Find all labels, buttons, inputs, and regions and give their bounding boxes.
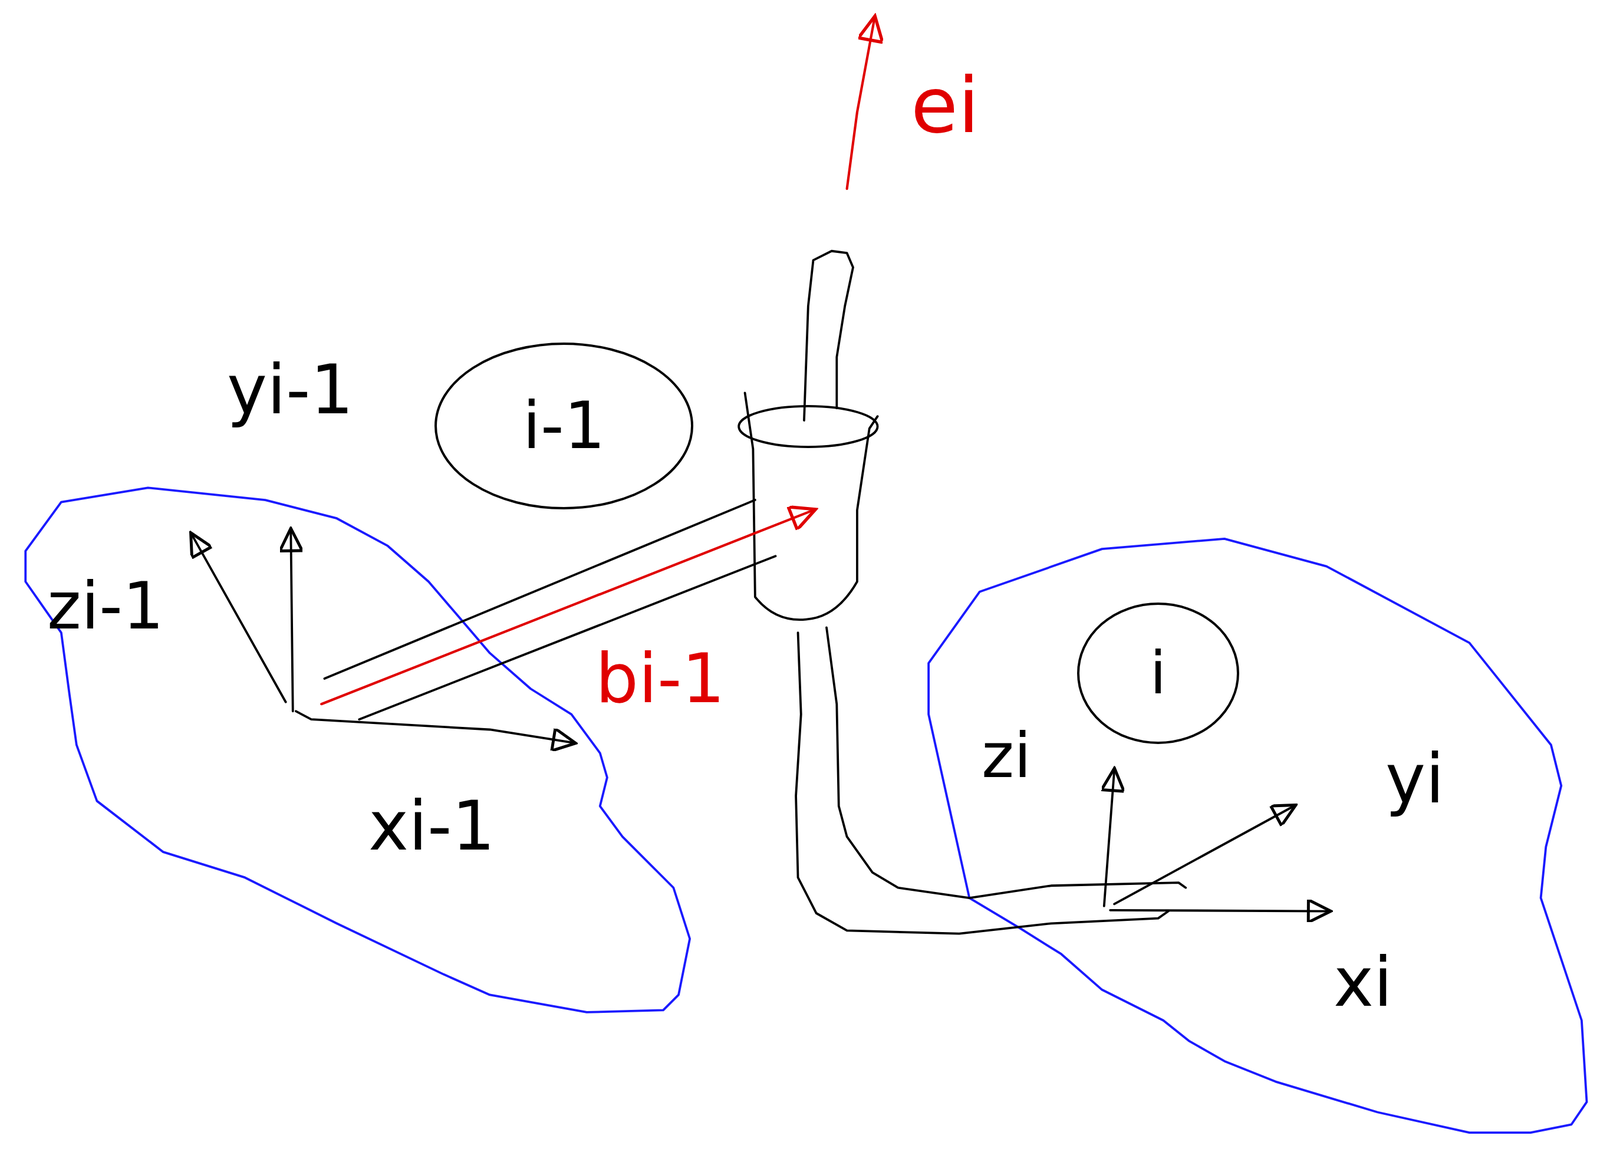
link-rod [795,632,1169,934]
e-vector-arrow [847,18,875,189]
x-axis-arrow [295,710,574,743]
circle-outline [1078,603,1239,743]
link-rod [826,627,1186,898]
axis-label: yi [1385,739,1445,818]
axis-label: xi-1 [368,787,496,865]
joint-number: i-1 [522,390,605,462]
axis-label: zi [981,720,1032,792]
joint-body [745,392,878,620]
joint-circle: i [1076,601,1240,745]
joint-top [738,406,878,447]
joint-shaft [804,251,854,421]
z-axis-arrow [1104,770,1115,907]
x-axis-arrow [1110,910,1329,912]
axis-label: zi-1 [47,568,164,644]
joint-circle: i-1 [433,341,694,510]
axis-label: xi [1333,943,1393,1022]
link-outline [928,538,1587,1133]
y-axis-arrow [1114,805,1295,904]
circle-outline [435,343,693,509]
axis-label: ei [910,61,980,151]
link-line [359,555,776,720]
z-axis-arrow [290,530,293,711]
axis-label: yi-1 [226,350,354,429]
axis-label: bi-1 [595,639,726,718]
link-outline [25,487,690,1013]
axis-arrow [191,534,286,703]
joint-number: i [1150,640,1167,706]
b-vector-arrow [321,509,813,704]
